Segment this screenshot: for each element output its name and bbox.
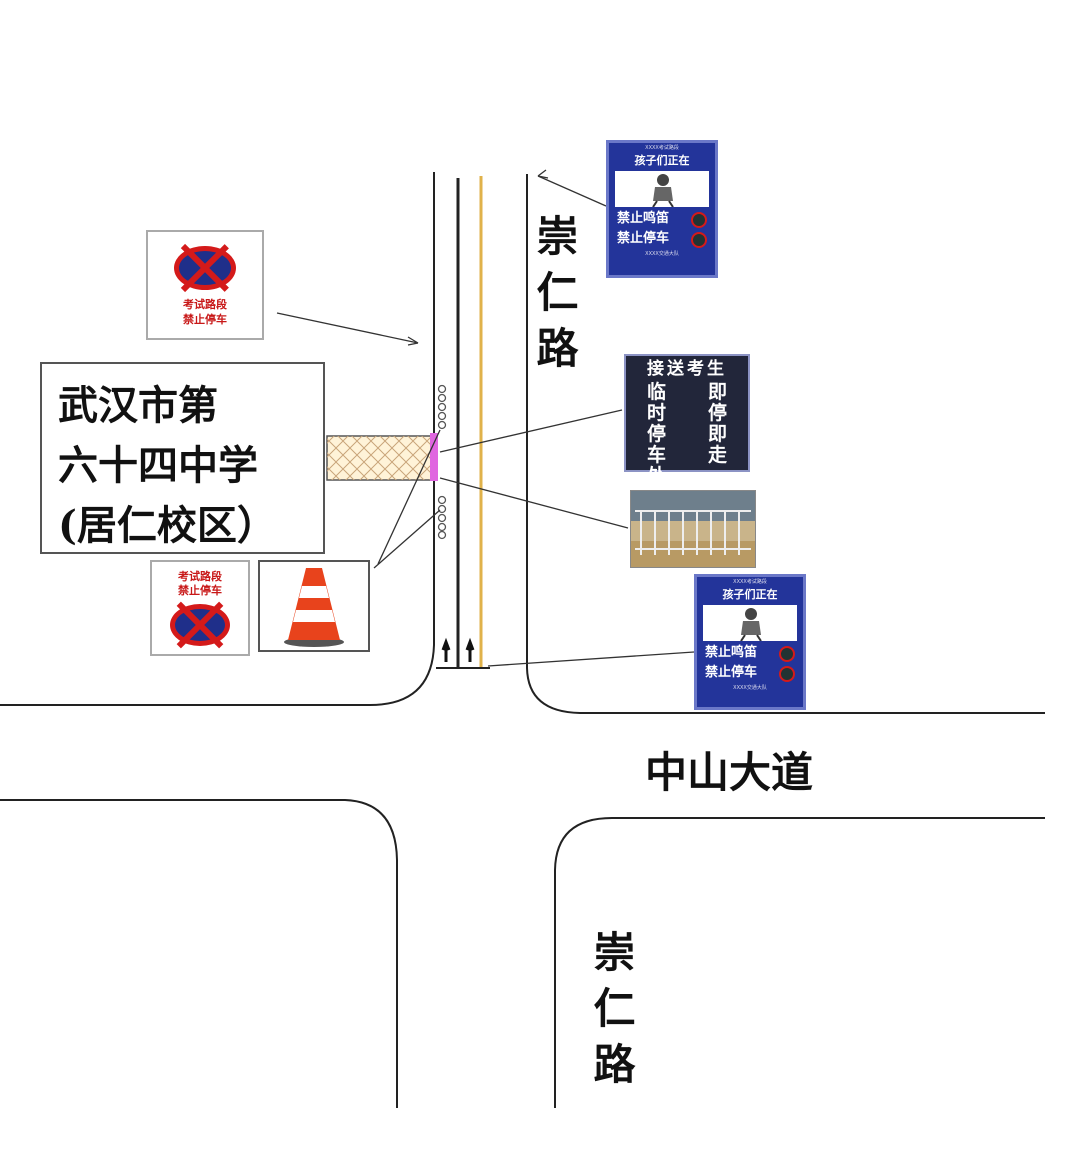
no-parking-bottom-text2: 禁止停车 [178,584,222,597]
kids-sign-bottom-row2-text: 禁止停车 [705,665,758,680]
pickup-char: 走 [707,444,727,466]
road-label-main: 中山大道 [645,748,814,797]
pickup-char: 即 [707,423,727,445]
cone-markers-lower [437,495,447,540]
pickup-char: 车 [646,444,666,466]
pickup-sign-title: 接送考生 [647,359,727,379]
gate-marker [430,433,438,481]
kids-sign-top-header: 孩子们正在 [634,154,690,167]
kids-warning-sign-top: XXXX考试路段 孩子们正在 禁止鸣笛 禁止停车 XXXX交通大队 [606,140,718,278]
kids-sign-top-row1: 禁止鸣笛 [609,209,715,229]
kids-sign-top-small: XXXX考试路段 [645,145,679,151]
school-label-box: 武汉市第 六十四中学 (居仁校区） [40,362,325,554]
no-horn-icon [691,212,707,228]
school-name-line3: (居仁校区） [58,502,277,549]
child-figure-icon [615,171,709,208]
lane-arrow-left [441,637,451,662]
lane-arrow-right [465,637,475,662]
kids-sign-bottom-header: 孩子们正在 [722,588,778,601]
no-parking-sign-top: 考试路段 禁止停车 [146,230,264,340]
pickup-char: 即 [707,381,727,403]
road-edge-lower-left [0,799,398,1108]
road-label-south: 崇仁路 [587,930,636,1098]
child-figure-icon [703,605,797,642]
pickup-zone-sign: 接送考生 临 时 停 车 处 即 停 即 走 [624,354,750,487]
kids-sign-bottom-small: XXXX考试路段 [733,579,767,585]
barrier-fence-photo [630,490,756,568]
no-parking-bottom-text1: 考试路段 [178,570,222,583]
pickup-sign-col1: 临 时 停 车 处 [647,382,666,487]
no-parking-sign-bottom: 考试路段 禁止停车 [150,560,250,656]
kids-sign-top-row2-text: 禁止停车 [617,231,670,246]
no-parking-icon [174,246,236,290]
pickup-char: 临 [646,381,666,403]
cone-markers-upper [437,384,447,430]
no-parking-top-text2: 禁止停车 [183,313,227,326]
school-name-line2: 六十四中学 [58,442,258,489]
walkway-hatch [327,436,433,480]
pickup-char: 时 [646,402,666,424]
traffic-cone-icon [284,568,344,647]
no-horn-icon [779,646,795,662]
kids-sign-top-row2: 禁止停车 [609,229,715,249]
kids-sign-bottom-row1-text: 禁止鸣笛 [705,645,758,660]
road-label-north: 崇仁路 [530,214,579,382]
kids-sign-bottom-row2: 禁止停车 [697,663,803,683]
school-name-line1: 武汉市第 [58,382,218,429]
no-parking-top-text1: 考试路段 [183,298,227,311]
kids-sign-top-row1-text: 禁止鸣笛 [617,211,670,226]
road-edge-upper-left [0,172,435,706]
barrier-fence-icon [631,491,755,567]
kids-sign-bottom-row1: 禁止鸣笛 [697,643,803,663]
road-edge-upper-right [526,174,1045,714]
pickup-char: 处 [646,465,666,487]
leader-lines [276,175,695,667]
kids-sign-bottom-footer: XXXX交通大队 [733,685,767,691]
road-edge-lower-right [554,817,1045,1108]
no-parking-icon [170,604,230,646]
arrow-head-1 [407,336,419,346]
pickup-sign-col2: 即 停 即 走 [708,382,727,487]
pickup-char: 停 [646,423,666,445]
kids-warning-sign-bottom: XXXX考试路段 孩子们正在 禁止鸣笛 禁止停车 XXXX交通大队 [694,574,806,710]
arrow-head-2 [537,169,549,179]
kids-sign-top-footer: XXXX交通大队 [645,251,679,257]
traffic-cone-image [258,560,370,652]
no-parking-icon [779,666,795,682]
no-parking-icon [691,232,707,248]
pickup-char: 停 [707,402,727,424]
